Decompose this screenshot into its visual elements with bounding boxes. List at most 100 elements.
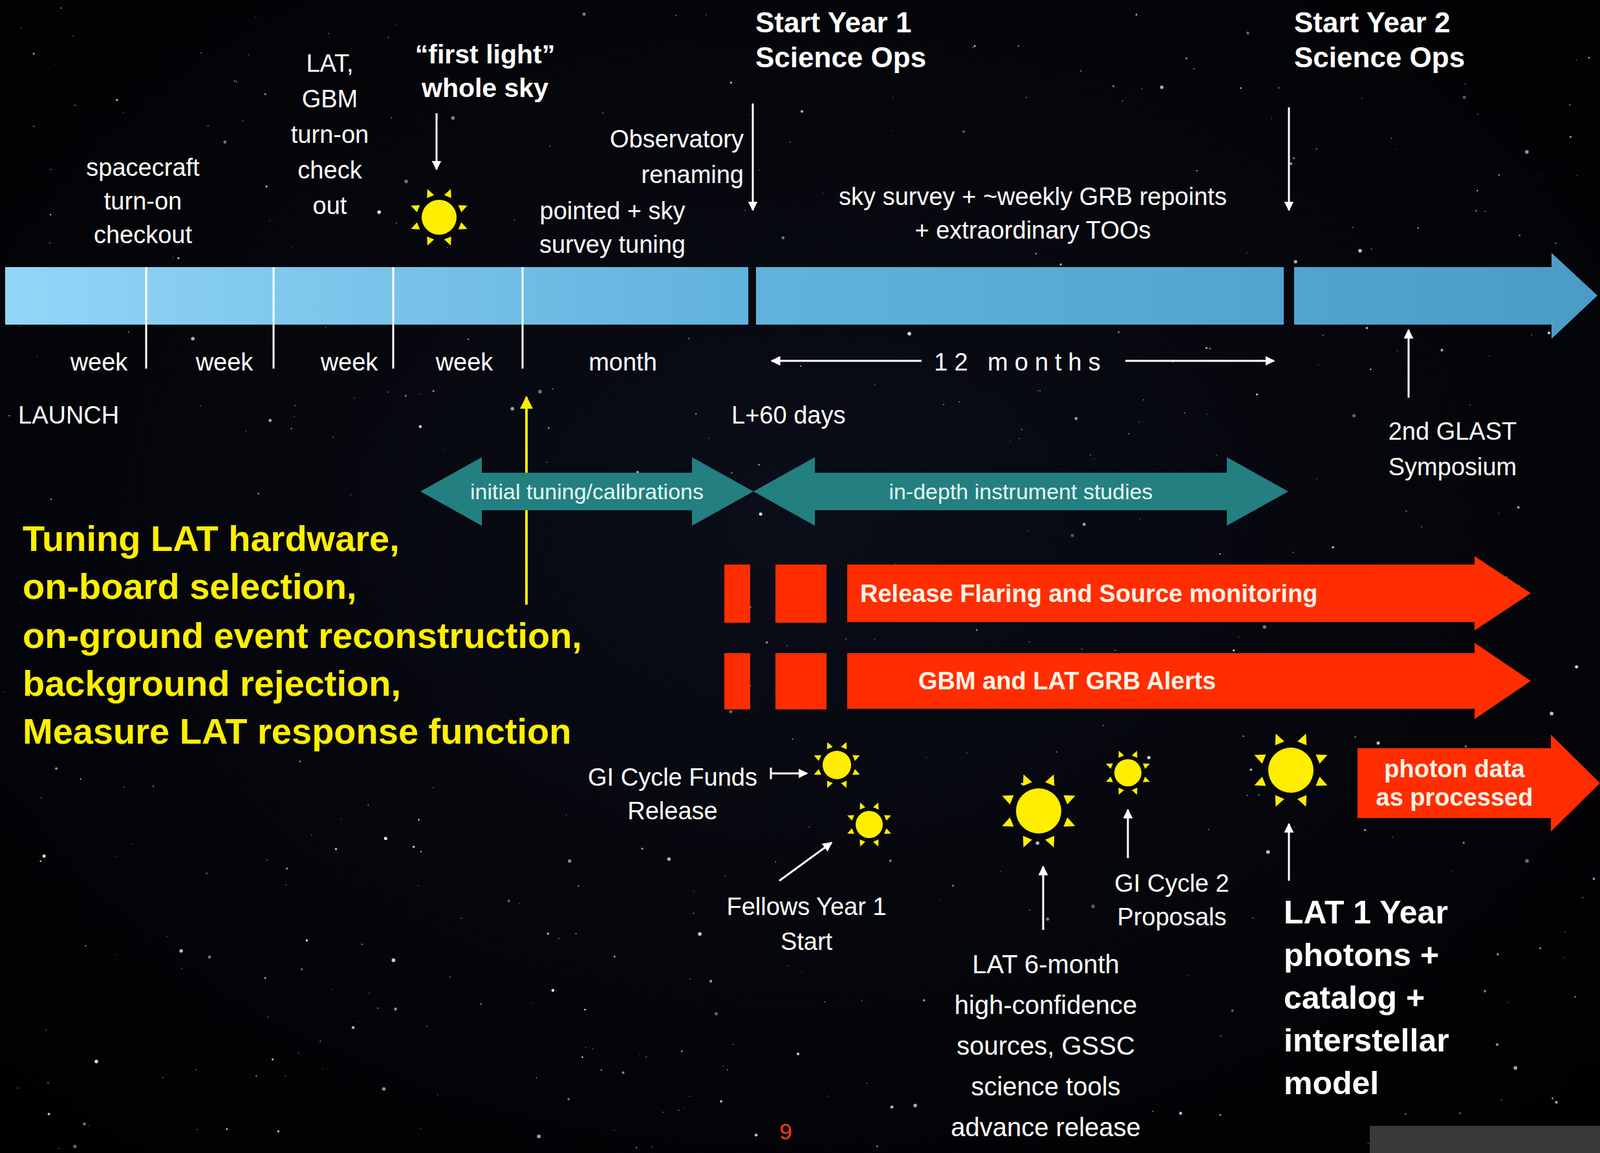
teal-double-arrow: in-depth instrument studies xyxy=(753,457,1289,526)
star-dot xyxy=(79,778,81,780)
star-dot xyxy=(45,1029,47,1031)
star-dot xyxy=(437,1094,438,1095)
star-dot xyxy=(294,404,296,407)
star-dot xyxy=(532,1003,534,1004)
star-dot xyxy=(269,220,271,222)
sun-ray xyxy=(1131,750,1138,758)
star-dot xyxy=(190,336,195,341)
star-dot xyxy=(1231,1009,1234,1013)
star-dot xyxy=(726,1069,729,1071)
star-dot xyxy=(1252,917,1254,919)
star-dot xyxy=(223,140,227,144)
star-dot xyxy=(292,246,294,248)
star-dot xyxy=(1475,210,1478,213)
star-dot xyxy=(36,356,37,357)
star-dot xyxy=(271,1058,274,1061)
star-dot xyxy=(613,1129,615,1131)
star-dot xyxy=(1271,117,1273,119)
star-dot xyxy=(731,472,733,475)
star-dot xyxy=(340,818,342,820)
star-dot xyxy=(775,861,777,863)
star-dot xyxy=(40,797,43,799)
star-dot xyxy=(646,1056,648,1059)
star-dot xyxy=(377,1007,379,1009)
star-dot xyxy=(1289,162,1293,165)
star-dot xyxy=(300,968,303,971)
star-dot xyxy=(60,7,62,9)
pointer-arrows xyxy=(436,103,1409,930)
star-dot xyxy=(697,931,702,936)
star-dot xyxy=(42,854,46,858)
star-dot xyxy=(1036,841,1040,846)
band-shape xyxy=(847,642,1531,720)
star-dot xyxy=(394,23,396,26)
star-dot xyxy=(874,384,876,386)
star-dot xyxy=(781,236,785,240)
star-dot xyxy=(50,498,52,500)
star-dot xyxy=(248,54,249,55)
star-dot xyxy=(1576,175,1579,177)
star-dot xyxy=(678,1109,680,1111)
star-dot xyxy=(1141,87,1143,90)
star-dot xyxy=(131,843,133,845)
sun-ray xyxy=(1297,794,1307,807)
star-dot xyxy=(1232,649,1235,652)
star-dot xyxy=(1367,1143,1370,1145)
star-dot xyxy=(892,97,894,98)
star-dot xyxy=(200,52,202,54)
star-dot xyxy=(351,1026,356,1030)
tick-line xyxy=(521,267,524,369)
star-dot xyxy=(748,114,750,116)
star-dot xyxy=(1318,364,1319,366)
sun-ray xyxy=(1045,835,1055,848)
star-dot xyxy=(1547,331,1551,335)
star-dot xyxy=(255,16,257,17)
star-dot xyxy=(600,1069,603,1071)
star-dot xyxy=(207,955,211,960)
sun-ray xyxy=(1118,787,1125,795)
star-dot xyxy=(267,1016,268,1018)
star-dot xyxy=(335,847,338,851)
star-dot xyxy=(1405,510,1407,512)
page-number: 9 xyxy=(766,1118,806,1145)
star-dot xyxy=(1117,331,1120,334)
star-dot xyxy=(420,851,423,854)
star-dot xyxy=(122,112,124,114)
star-dot xyxy=(889,859,892,863)
star-dot xyxy=(1322,334,1324,336)
star-dot xyxy=(58,1147,59,1149)
star-dot xyxy=(1102,724,1104,727)
star-dot xyxy=(368,992,370,995)
star-dot xyxy=(951,884,955,888)
sun-ray xyxy=(1142,763,1150,769)
star-dot xyxy=(1362,97,1363,99)
star-dot xyxy=(592,1048,594,1050)
star-dot xyxy=(419,425,422,429)
sun-symbol xyxy=(813,741,860,788)
star-dot xyxy=(114,855,116,857)
star-dot xyxy=(513,219,515,222)
release-block xyxy=(775,564,827,623)
star-dot xyxy=(972,46,974,48)
star-dot xyxy=(705,14,707,16)
band-outline xyxy=(1357,734,1600,832)
star-dot xyxy=(18,325,21,327)
star-dot xyxy=(8,415,10,417)
star-dot xyxy=(94,1059,98,1064)
star-dot xyxy=(759,512,763,516)
star-dot xyxy=(1462,95,1467,99)
star-dot xyxy=(480,1003,482,1005)
star-dot xyxy=(1507,1001,1509,1003)
star-dot xyxy=(404,394,407,397)
star-dot xyxy=(172,256,174,259)
star-dot xyxy=(1592,877,1595,881)
star-dot xyxy=(353,397,356,400)
star-dot xyxy=(257,492,260,495)
star-dot xyxy=(207,125,209,127)
star-dot xyxy=(384,836,388,841)
star-dot xyxy=(959,401,961,403)
star-dot xyxy=(567,1098,570,1101)
star-dot xyxy=(758,169,760,171)
star-dot xyxy=(1358,248,1363,253)
star-dot xyxy=(1417,227,1419,229)
